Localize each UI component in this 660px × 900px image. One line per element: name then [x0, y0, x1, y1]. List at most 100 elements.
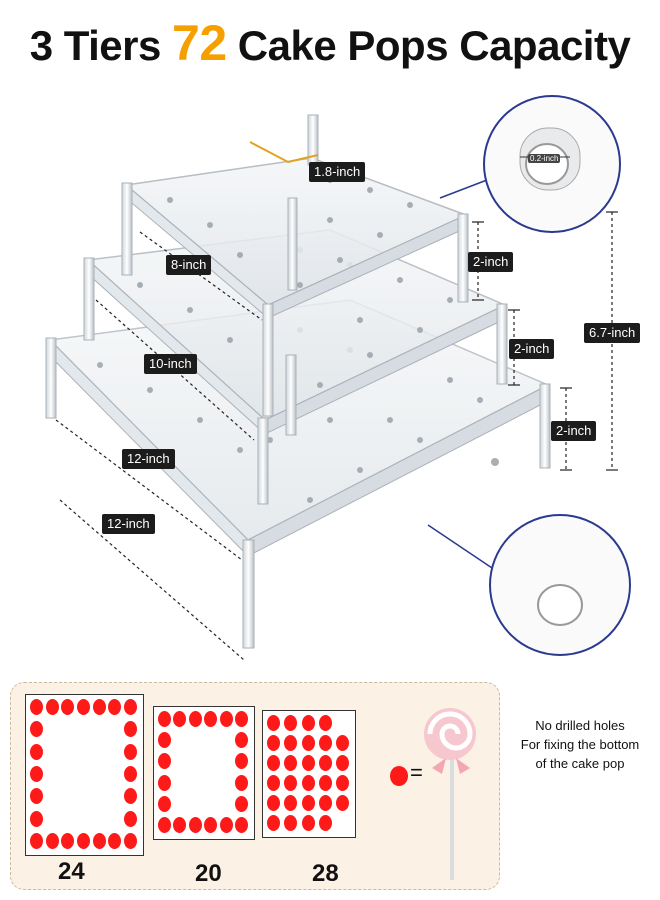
cake-pop-dot [188, 817, 202, 833]
cake-pop-dot [173, 817, 187, 833]
cake-pop-dot [30, 699, 43, 715]
cake-pop-dot [108, 699, 122, 715]
cake-pop-dot [235, 817, 248, 833]
cake-pop-dot [318, 735, 332, 751]
cake-pop-dot [158, 774, 171, 791]
cake-pop-dot [235, 753, 248, 770]
note-line-3: of the cake pop [535, 756, 625, 771]
cake-pop-dot [173, 711, 187, 727]
middle-width-label: 10-inch [144, 354, 197, 374]
tier-count-3: 28 [312, 860, 339, 887]
note-line-2: For fixing the bottom [520, 737, 640, 752]
bottom-depth-label: 12-inch [102, 514, 155, 534]
cake-pop-dot [77, 833, 90, 849]
cake-pop-dot [336, 735, 349, 751]
slot-width-label: 1.8-inch [309, 162, 366, 182]
tier-gap-3-label: 2-inch [551, 421, 597, 441]
cake-pop-dot [318, 815, 332, 831]
cake-pop-dot [219, 711, 233, 727]
cake-pop-dot [284, 735, 298, 751]
title-suffix: Cake Pops Capacity [226, 22, 631, 69]
cake-pop-dot [158, 711, 171, 727]
cake-pop-dot [318, 775, 332, 791]
cake-pop-dot [235, 711, 248, 727]
cake-pop-dot [61, 699, 75, 715]
tier-layout-24 [25, 694, 144, 856]
cake-pop-dot [267, 715, 280, 731]
middle-tier [83, 229, 508, 505]
top-width-label: 8-inch [166, 255, 212, 275]
cake-pop-dot [284, 715, 298, 731]
cake-pop-dot [301, 775, 315, 791]
cake-pop-dot [267, 815, 280, 831]
cake-pop-dot [301, 735, 315, 751]
bottom-width-label: 12-inch [122, 449, 175, 469]
cake-pop-dot [318, 795, 332, 811]
lollipop-icon [424, 708, 476, 880]
cake-pop-dot [77, 699, 90, 715]
note-line-1: No drilled holes [535, 718, 625, 733]
tier-count-1: 24 [58, 858, 85, 885]
cake-pop-dot [30, 766, 43, 782]
cake-pop-dot [318, 715, 332, 731]
cake-pop-dot [124, 766, 137, 782]
cake-pop-dot [30, 743, 43, 760]
cake-pop-dot [124, 743, 137, 760]
cake-pop-dot [124, 833, 137, 849]
cake-pop-dot [124, 699, 137, 715]
cake-pop-dot [301, 815, 315, 831]
cake-pop-dot [235, 774, 248, 791]
cake-pop-dot [301, 715, 315, 731]
cake-pop-dot [336, 755, 349, 771]
cake-pop-dot [204, 711, 218, 727]
cake-pop-dot [158, 817, 171, 833]
total-height-label: 6.7-inch [584, 323, 641, 343]
cake-pop-dot [336, 775, 349, 791]
cake-pop-dot [108, 833, 122, 849]
cake-pop-dot [267, 755, 280, 771]
cake-pop-dot [204, 817, 218, 833]
cake-pop-dot [235, 795, 248, 812]
cake-pop-dot [301, 795, 315, 811]
legend-equals: = [410, 760, 423, 785]
cake-pop-dot [235, 732, 248, 749]
cake-pop-dot [267, 795, 280, 811]
tier-gap-1-label: 2-inch [468, 252, 514, 272]
cake-pop-dot [318, 755, 332, 771]
no-drilled-holes-note: No drilled holes For fixing the bottom o… [500, 716, 660, 773]
cake-pop-dot [267, 775, 280, 791]
cake-pop-dot [124, 721, 137, 738]
cake-pop-dot [92, 833, 106, 849]
cake-pop-dot [158, 732, 171, 749]
cake-pop-dot [188, 711, 202, 727]
cake-pop-dot [92, 699, 106, 715]
cake-pop-dot [45, 833, 59, 849]
page-title: 3 Tiers 72 Cake Pops Capacity [0, 14, 660, 72]
tier-count-2: 20 [195, 860, 222, 887]
cake-pop-dot [30, 721, 43, 738]
cake-pop-dot [45, 699, 59, 715]
cake-pop-dot [158, 753, 171, 770]
cake-pop-dot [124, 788, 137, 805]
cake-pop-dot [30, 810, 43, 827]
cake-pop-dot [336, 795, 349, 811]
cake-pop-dot [267, 735, 280, 751]
cake-pop-dot [30, 833, 43, 849]
cake-pop-dot [219, 817, 233, 833]
top-tier [121, 114, 469, 417]
cake-pop-dot [301, 755, 315, 771]
hole-size-label: 0.2-inch [528, 154, 561, 163]
cake-pop-dot [284, 775, 298, 791]
cake-pop-dot [124, 810, 137, 827]
cake-pop-dot [284, 795, 298, 811]
title-prefix: 3 Tiers [29, 22, 173, 69]
tier-gap-2-label: 2-inch [509, 339, 555, 359]
cake-pop-dot [158, 795, 171, 812]
cake-pop-dot [284, 815, 298, 831]
cake-pop-dot [30, 788, 43, 805]
cake-pop-dot [61, 833, 75, 849]
cake-pop-dot [284, 755, 298, 771]
legend-pop-dot [390, 766, 408, 786]
title-capacity-number: 72 [172, 15, 227, 71]
